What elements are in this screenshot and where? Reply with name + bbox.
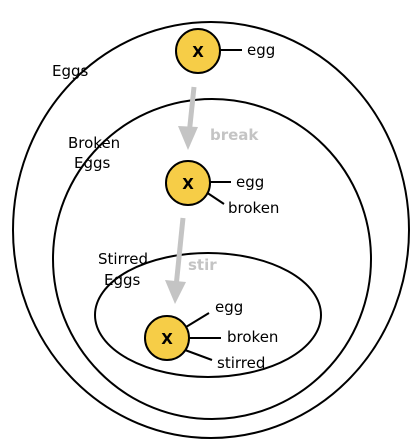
- egg-token-3-prop-egg: egg: [215, 298, 243, 316]
- egg-token-2-prop-egg: egg: [236, 173, 264, 191]
- egg-token-1: X egg: [175, 28, 275, 74]
- stirred-eggs-set-boundary: [94, 252, 322, 378]
- stir-arrow: [165, 217, 186, 304]
- egg-token-1-letter: X: [192, 43, 204, 61]
- egg-token-3-prop-stirred: stirred: [217, 354, 265, 372]
- egg-token-2: X egg broken: [165, 160, 279, 217]
- egg-token-2-prop-broken: broken: [228, 199, 279, 217]
- egg-token-3-letter: X: [161, 330, 173, 348]
- eggs-set-label: Eggs: [52, 62, 89, 80]
- break-arrow: [178, 86, 198, 150]
- egg-token-1-prop-egg: egg: [247, 41, 275, 59]
- broken-eggs-set-label-line1: Broken: [68, 134, 120, 152]
- eggs-set-boundary: [12, 21, 410, 439]
- stir-action-label: stir: [188, 256, 217, 274]
- stirred-eggs-set-label-line1: Stirred: [98, 250, 148, 268]
- egg-token-2-letter: X: [182, 175, 194, 193]
- break-action-label: break: [210, 126, 259, 144]
- broken-eggs-set-boundary: [52, 98, 372, 420]
- egg-token-3: X egg broken stirred: [144, 298, 278, 372]
- stirred-eggs-set-label-line2: Eggs: [104, 271, 141, 289]
- broken-eggs-set-label-line2: Eggs: [74, 154, 111, 172]
- egg-token-3-prop-broken: broken: [227, 328, 278, 346]
